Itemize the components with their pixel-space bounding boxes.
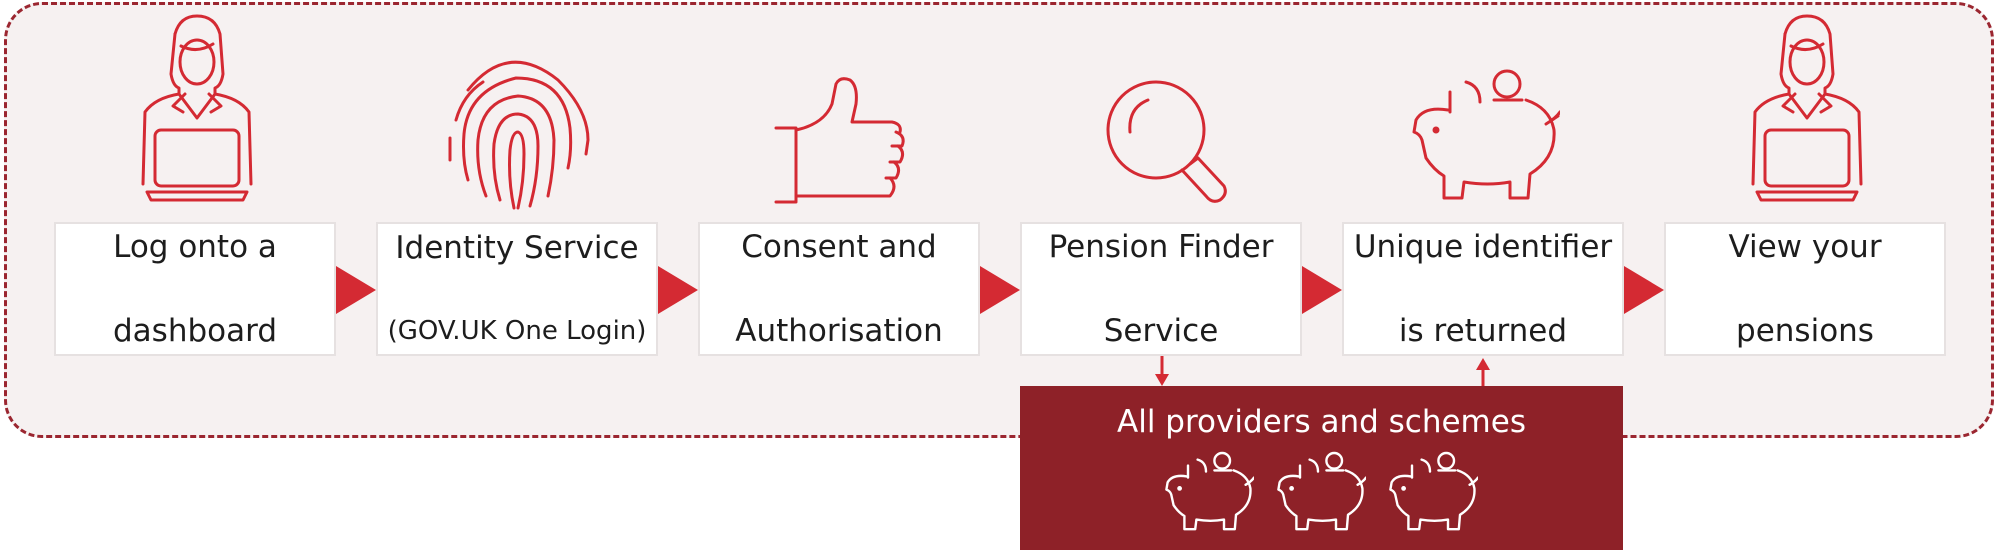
flow-arrow: [336, 266, 376, 314]
process-frame: [4, 2, 1994, 438]
piggy-bank-icon: [1164, 450, 1256, 538]
step-identity-service: Identity Service (GOV.UK One Login): [376, 222, 658, 356]
piggy-bank-icon: [1388, 450, 1480, 538]
providers-title: All providers and schemes: [1117, 404, 1526, 440]
step-consent-authorisation: Consent and Authorisation: [698, 222, 980, 356]
step-label-line2: Service: [1103, 313, 1219, 349]
step-log-onto-dashboard: Log onto a dashboard: [54, 222, 336, 356]
step-label-line1: Consent and: [741, 229, 937, 265]
person-laptop-icon: [135, 14, 255, 204]
step-label-line1: Identity Service: [395, 230, 639, 266]
step-unique-identifier: Unique identifier is returned: [1342, 222, 1624, 356]
providers-box: All providers and schemes: [1020, 386, 1623, 550]
step-label-line2: dashboard: [113, 313, 277, 349]
flow-arrow: [1624, 266, 1664, 314]
step-label-line2: is returned: [1398, 313, 1568, 349]
step-pension-finder-service: Pension Finder Service: [1020, 222, 1302, 356]
step-view-pensions: View your pensions: [1664, 222, 1946, 356]
step-label-line2: pensions: [1736, 313, 1874, 349]
step-label-line1: Log onto a: [113, 229, 277, 265]
piggy-bank-icon: [1276, 450, 1368, 538]
magnifier-icon: [1102, 76, 1232, 206]
connector-up-arrow: [1473, 356, 1493, 392]
person-laptop-icon: [1745, 14, 1865, 204]
connector-down-arrow: [1152, 356, 1172, 392]
flow-arrow: [980, 266, 1020, 314]
thumbs-up-icon: [774, 74, 914, 208]
piggy-bank-icon: [1410, 66, 1560, 206]
step-label-line1: Unique identifier: [1353, 229, 1613, 265]
flow-arrow: [658, 266, 698, 314]
fingerprint-icon: [438, 50, 598, 210]
flow-arrow: [1302, 266, 1342, 314]
step-label-line1: View your: [1728, 229, 1882, 265]
step-label-line2: (GOV.UK One Login): [387, 316, 647, 346]
step-label-line1: Pension Finder: [1048, 229, 1274, 265]
step-label-line2: Authorisation: [735, 313, 943, 349]
